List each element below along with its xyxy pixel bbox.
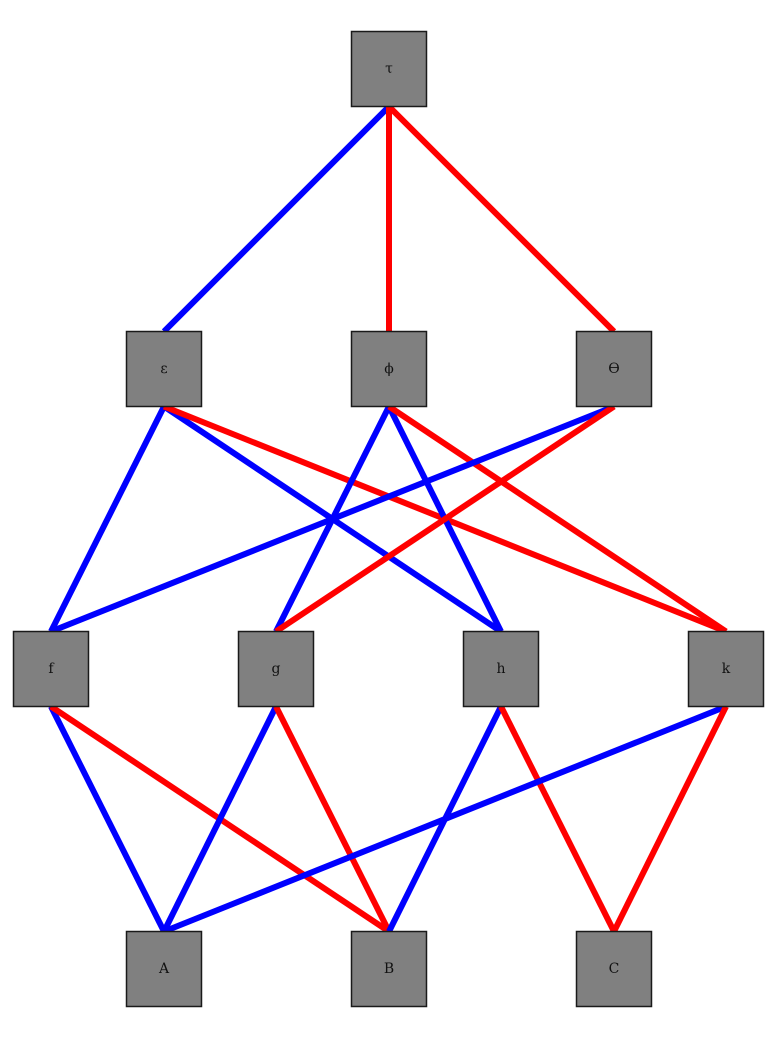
edge-theta-f: [49, 403, 616, 635]
node-box-tau: [350, 30, 428, 108]
node-box-f: [12, 630, 90, 708]
node-h: h: [462, 630, 540, 708]
edge-f-A: [48, 705, 167, 933]
node-box-A: [125, 930, 203, 1008]
node-label-f: f: [48, 661, 55, 677]
node-A: A: [125, 930, 203, 1008]
edges-layer: [48, 104, 729, 935]
node-label-theta: ϴ: [608, 361, 619, 377]
node-C: C: [575, 930, 653, 1008]
node-B: B: [350, 930, 428, 1008]
node-box-theta: [575, 330, 653, 408]
node-label-B: B: [384, 961, 394, 977]
node-box-k: [687, 630, 765, 708]
edge-epsilon-f: [48, 405, 167, 633]
node-box-g: [237, 630, 315, 708]
node-f: f: [12, 630, 90, 708]
node-epsilon: ε: [125, 330, 203, 408]
edge-k-A: [162, 703, 728, 935]
node-box-phi: [350, 330, 428, 408]
node-theta: ϴ: [575, 330, 653, 408]
node-label-phi: ϕ: [384, 361, 394, 377]
node-k: k: [687, 630, 765, 708]
node-phi: ϕ: [350, 330, 428, 408]
edge-tau-epsilon: [161, 104, 392, 334]
node-label-A: A: [158, 961, 170, 977]
edge-tau-theta: [386, 104, 617, 334]
node-box-h: [462, 630, 540, 708]
edge-h-C: [498, 705, 617, 933]
edge-k-C: [611, 705, 729, 933]
node-label-g: g: [272, 661, 281, 677]
node-label-h: h: [496, 661, 505, 677]
node-g: g: [237, 630, 315, 708]
edge-phi-k: [387, 404, 728, 634]
node-label-C: C: [609, 961, 620, 977]
edge-g-A: [161, 705, 279, 933]
node-label-epsilon: ε: [160, 361, 167, 377]
node-box-C: [575, 930, 653, 1008]
node-label-k: k: [722, 661, 731, 677]
edge-g-B: [273, 705, 392, 933]
node-tau: τ: [350, 30, 428, 108]
node-box-epsilon: [125, 330, 203, 408]
nodes-layer: τ ε ϕ ϴf g h kA B C: [12, 30, 765, 1008]
node-box-B: [350, 930, 428, 1008]
node-label-tau: τ: [385, 61, 393, 77]
edge-theta-g: [274, 404, 616, 634]
